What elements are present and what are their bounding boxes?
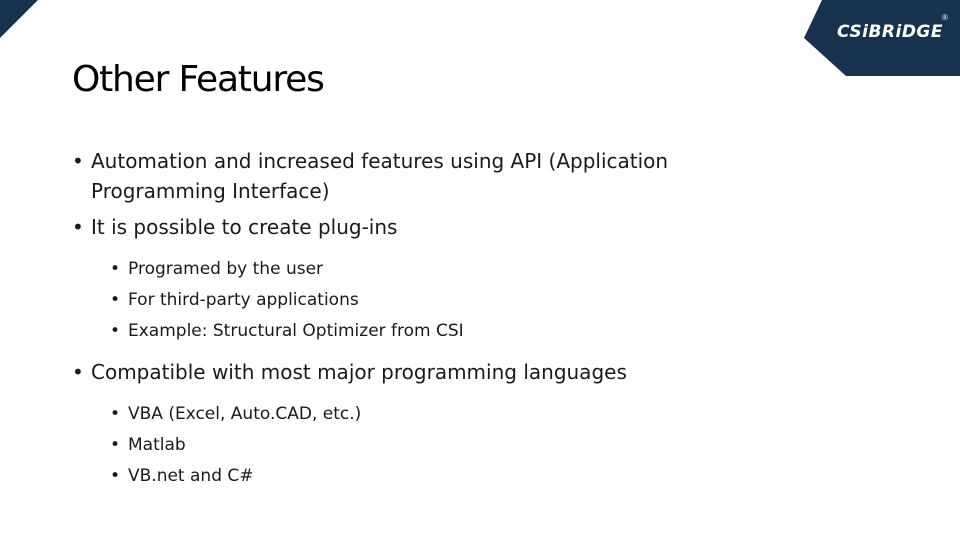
- bullet-api-automation: Automation and increased features using …: [72, 146, 792, 206]
- sub-bullet-vba: VBA (Excel, Auto.CAD, etc.): [110, 399, 792, 430]
- sub-bullet-matlab: Matlab: [110, 430, 792, 461]
- brand-logo-badge: [800, 0, 960, 76]
- plug-ins-sub-list: Programed by the user For third-party ap…: [110, 254, 792, 347]
- registered-mark: ®: [942, 13, 948, 22]
- languages-sub-list: VBA (Excel, Auto.CAD, etc.) Matlab VB.ne…: [110, 399, 792, 492]
- sub-bullet-third-party: For third-party applications: [110, 285, 792, 316]
- slide-title: Other Features: [72, 59, 325, 100]
- sub-bullet-vbnet: VB.net and C#: [110, 461, 792, 492]
- brand-logo-text: CSiBRiDGE: [837, 22, 943, 42]
- bullet-programming-languages: Compatible with most major programming l…: [72, 357, 792, 387]
- sub-bullet-structural-optimizer: Example: Structural Optimizer from CSI: [110, 316, 792, 347]
- corner-triangle-decoration: [0, 0, 40, 40]
- slide-content: Automation and increased features using …: [72, 146, 792, 502]
- bullet-plug-ins: It is possible to create plug-ins: [72, 212, 792, 242]
- sub-bullet-programed-by-user: Programed by the user: [110, 254, 792, 285]
